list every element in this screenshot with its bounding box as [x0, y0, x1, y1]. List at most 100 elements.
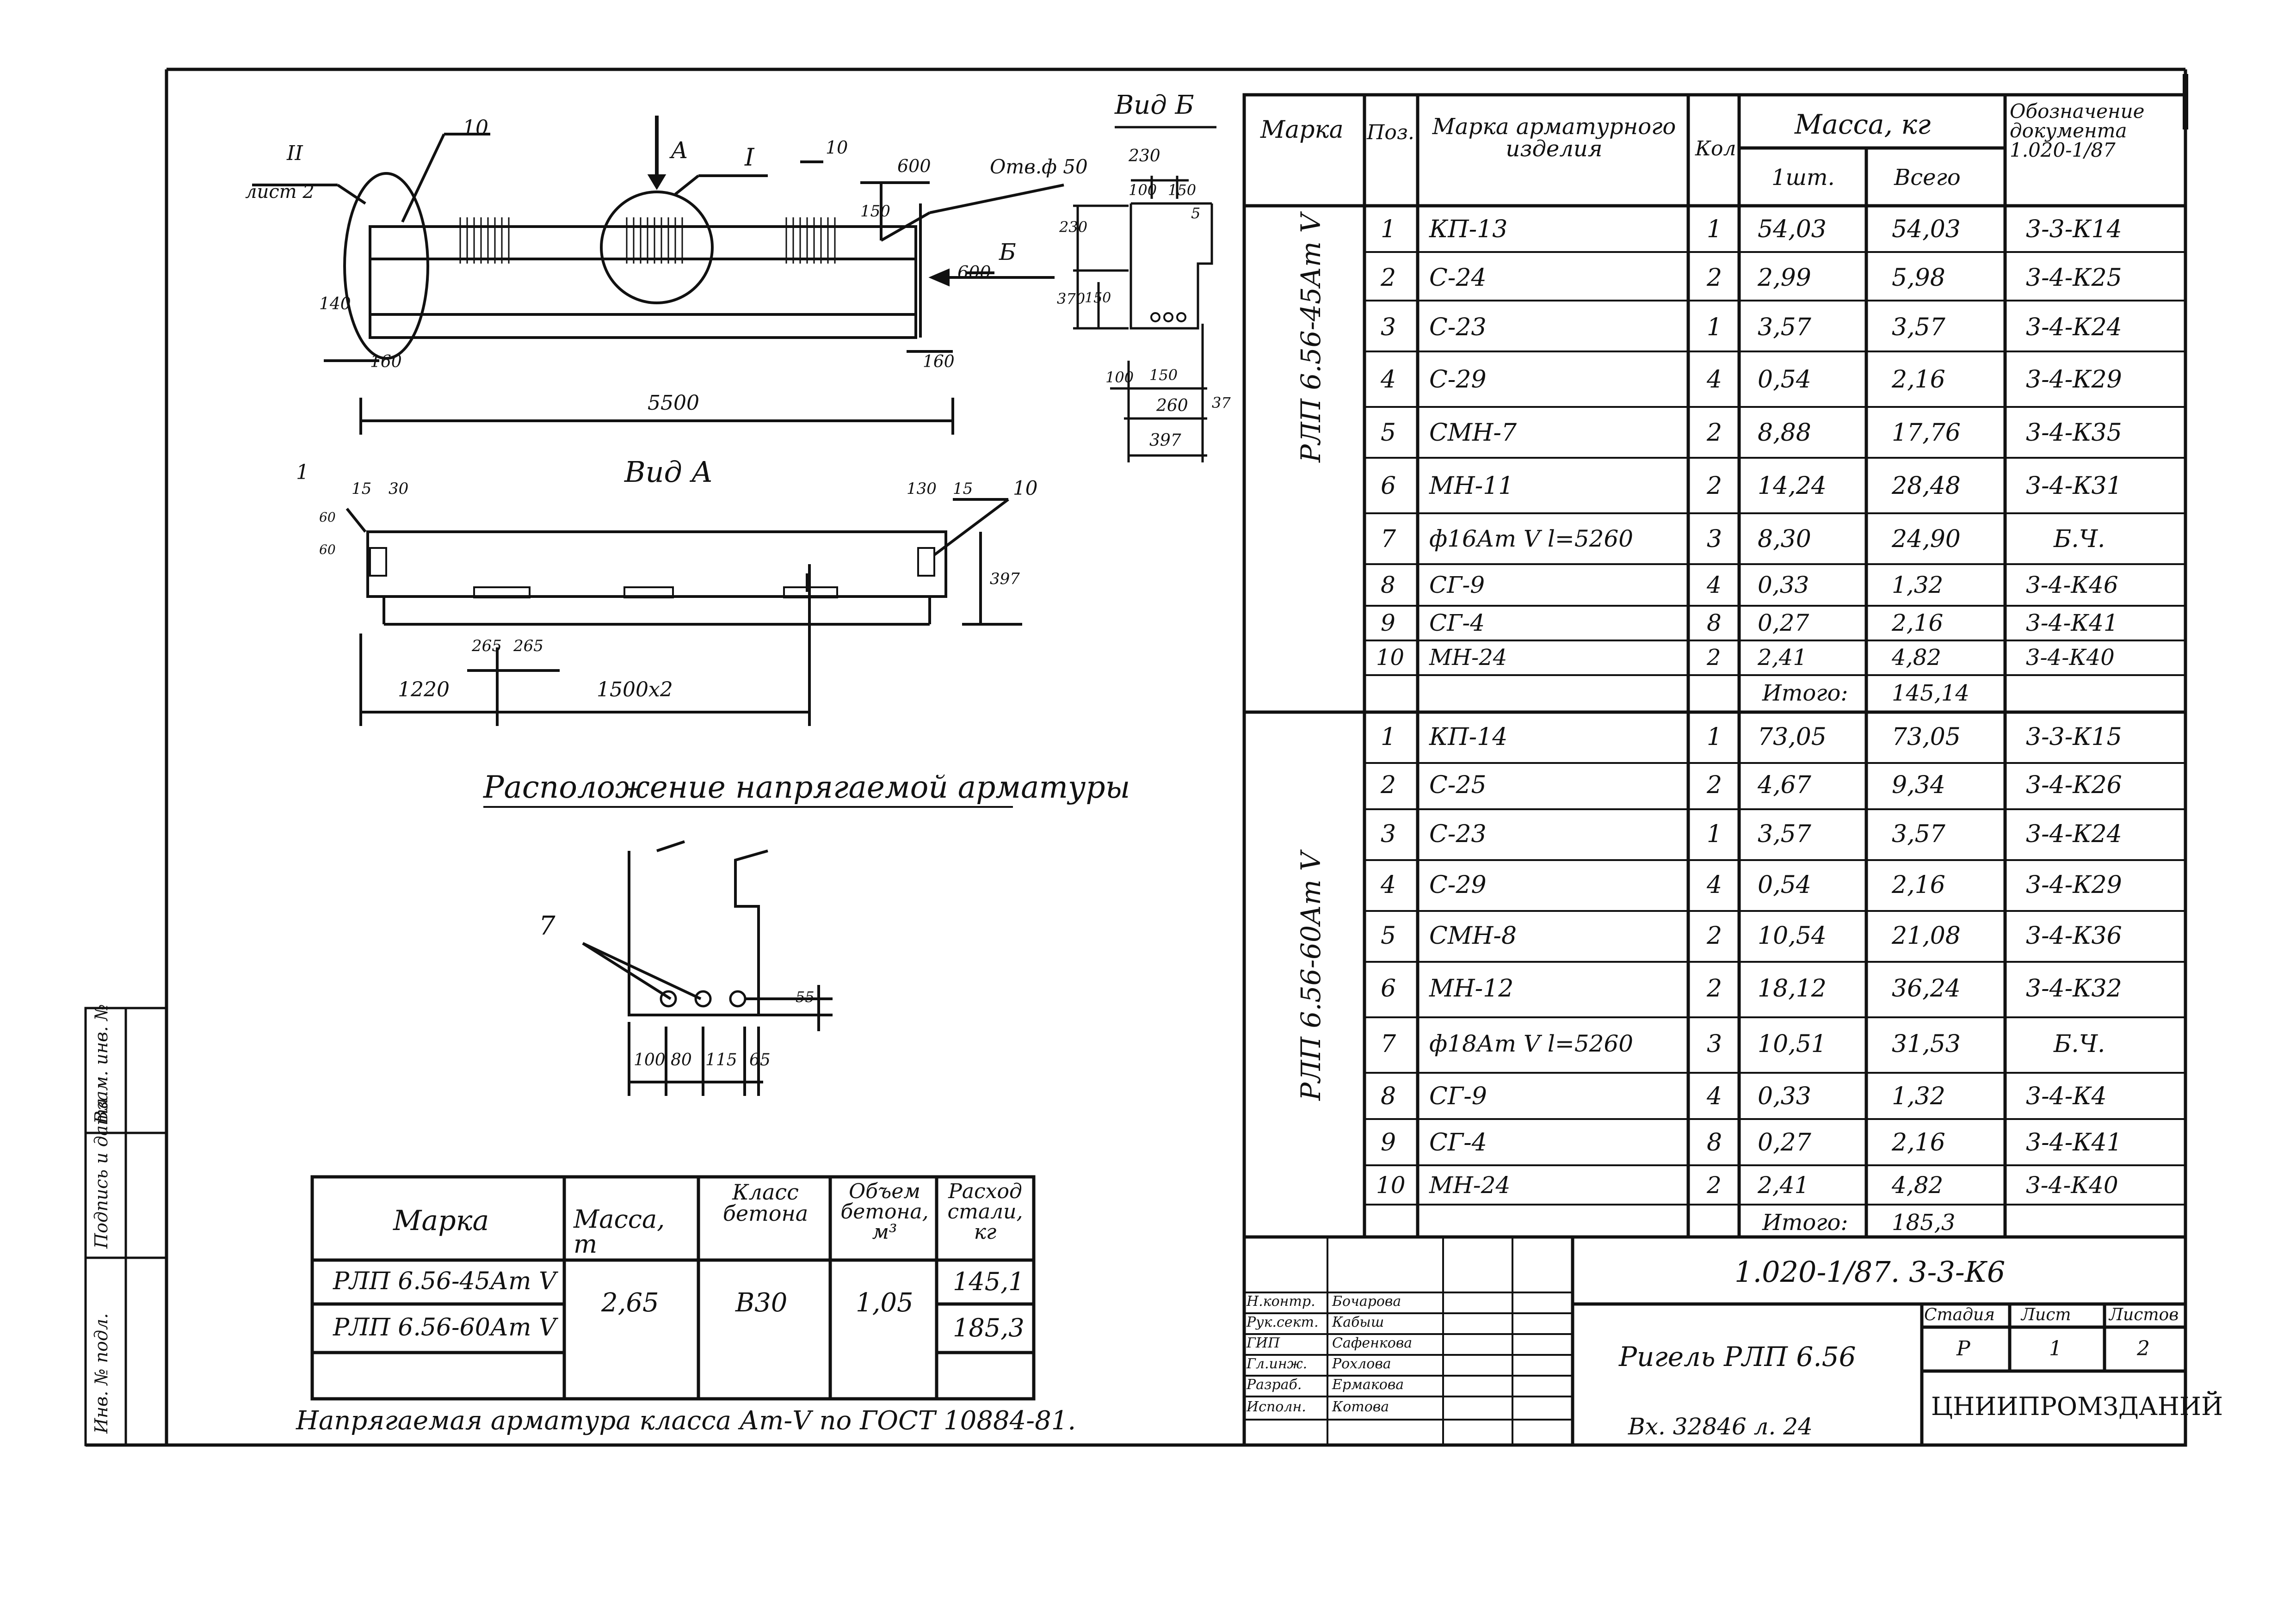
view-b-holes [1150, 312, 1186, 322]
g2-r4-total: 2,16 [1892, 871, 1945, 899]
g1-r5-item: СМН-7 [1429, 419, 1517, 447]
stirrup-hatching [459, 217, 836, 264]
g2-r6-item: МН-12 [1429, 975, 1514, 1003]
g1-r4-unit: 0,54 [1758, 366, 1811, 394]
dim-sec-3: 80 [671, 1051, 692, 1070]
g1-r2-pos: 2 [1381, 264, 1396, 292]
role-3: ГИП [1247, 1335, 1280, 1351]
dim-vb-9: 150 [1149, 366, 1178, 384]
dim-va-2: 30 [389, 480, 409, 498]
g2-r3-unit: 3,57 [1758, 820, 1811, 848]
summary-header-class: Класс бетона [722, 1180, 809, 1226]
summary-note: Напрягаемая арматура класса Ат-V по ГОСТ… [296, 1406, 1076, 1436]
arrow-b-label: Б [999, 239, 1016, 265]
g1-r5-unit: 8,88 [1758, 419, 1811, 447]
g1-r4-total: 2,16 [1892, 366, 1945, 394]
drawing-title: Ригель РЛП 6.56 [1619, 1341, 1856, 1372]
g2-r9-unit: 0,27 [1758, 1129, 1811, 1156]
dim-main-8: 5500 [648, 391, 699, 415]
g1-r7-total: 24,90 [1892, 525, 1961, 553]
g2-r1-total: 73,05 [1892, 723, 1961, 751]
g1-r2-item: С-24 [1429, 264, 1487, 292]
dim-main-3: 150 [860, 202, 890, 221]
dim-va-1: 15 [352, 480, 372, 498]
g2-r7-total: 31,53 [1892, 1030, 1961, 1058]
g2-r7-unit: 10,51 [1758, 1030, 1827, 1058]
sheet-ref-label: лист 2 [245, 181, 315, 203]
summary-concrete-class: В30 [735, 1288, 788, 1318]
g1-r6-total: 28,48 [1892, 472, 1961, 500]
g2-r2-qty: 2 [1707, 771, 1722, 799]
dim-sec-2: 100 [634, 1051, 666, 1070]
spec-table-rows [1364, 251, 2185, 1206]
g1-r1-doc: 3-3-К14 [2026, 215, 2122, 243]
dim-vb-4: 230 [1059, 218, 1088, 236]
name-1: Бочарова [1332, 1293, 1401, 1310]
g1-r9-doc: 3-4-К41 [2026, 609, 2118, 636]
g1-r10-doc: 3-4-К40 [2026, 645, 2115, 671]
dim-va-11: 1220 [398, 678, 450, 701]
g1-r5-doc: 3-4-К35 [2026, 419, 2122, 447]
inv-number: Вх. 32846 л. 24 [1628, 1413, 1813, 1440]
side-stamp-replace: Взам. инв. № [91, 1004, 111, 1124]
dim-va-5: 10 [1013, 477, 1038, 499]
g1-r10-total: 4,82 [1892, 645, 1941, 671]
g1-r8-item: СГ-9 [1429, 572, 1485, 598]
g2-r3-qty: 1 [1707, 820, 1722, 848]
spec-header-pos: Поз. [1367, 121, 1414, 144]
g2-r2-pos: 2 [1381, 771, 1396, 799]
side-stamp [84, 1007, 168, 1446]
dim-va-3: 130 [907, 480, 937, 498]
g1-total-label: Итого: [1762, 680, 1848, 706]
g2-r1-qty: 1 [1707, 723, 1722, 751]
node-ii-label: II [287, 141, 303, 165]
spec-header-unit: 1шт. [1771, 165, 1835, 191]
sheets-value: 2 [2137, 1337, 2150, 1360]
g1-r9-unit: 0,27 [1758, 609, 1809, 636]
g1-r5-total: 17,76 [1892, 419, 1961, 447]
g2-r2-item: С-25 [1429, 771, 1487, 799]
summary-table-grid [310, 1175, 1036, 1401]
g2-r5-pos: 5 [1381, 922, 1396, 950]
summary-header-volume: Объем бетона, м³ [840, 1180, 929, 1244]
g2-r4-pos: 4 [1381, 871, 1396, 899]
g1-r9-qty: 8 [1707, 609, 1722, 636]
g1-r3-total: 3,57 [1892, 314, 1945, 341]
role-2: Рук.сект. [1247, 1314, 1319, 1330]
g1-r3-item: С-23 [1429, 314, 1487, 341]
g2-r9-doc: 3-4-К41 [2026, 1129, 2122, 1156]
g2-r10-total: 4,82 [1892, 1172, 1944, 1199]
dim-sec-4: 115 [705, 1051, 737, 1070]
g2-r6-unit: 18,12 [1758, 975, 1827, 1003]
summary-concrete-volume: 1,05 [856, 1288, 913, 1318]
title-block-grid [1242, 1235, 2187, 1447]
role-6: Исполн. [1247, 1399, 1306, 1415]
g1-r9-item: СГ-4 [1429, 609, 1485, 636]
g1-r1-unit: 54,03 [1758, 215, 1827, 243]
summary-mass: 2,65 [601, 1288, 659, 1318]
dim-va-4: 15 [953, 480, 973, 498]
dim-main-4: 600 [957, 262, 991, 283]
g2-r6-total: 36,24 [1892, 975, 1961, 1003]
dim-vb-5: 5 [1191, 204, 1201, 222]
g1-r7-item: ф16Ат V l=5260 [1429, 525, 1634, 552]
dim-vb-11: 37 [1212, 394, 1231, 412]
section-title: Расположение напрягаемой арматуры [483, 769, 1130, 805]
g2-r3-total: 3,57 [1892, 820, 1945, 848]
g1-r4-doc: 3-4-К29 [2026, 366, 2122, 394]
summary-header-steel: Расход стали, кг [947, 1180, 1023, 1244]
g1-r2-doc: 3-4-К25 [2026, 264, 2122, 292]
g2-r4-qty: 4 [1707, 871, 1722, 899]
g2-r1-unit: 73,05 [1758, 723, 1827, 751]
g2-r9-total: 2,16 [1892, 1129, 1945, 1156]
g1-r3-pos: 3 [1381, 314, 1396, 341]
dim-main-6: 160 [370, 352, 402, 371]
g2-r8-unit: 0,33 [1758, 1083, 1811, 1110]
g1-r7-doc: Б.Ч. [2054, 525, 2105, 553]
g1-r5-qty: 2 [1707, 419, 1722, 447]
name-5: Ермакова [1332, 1377, 1404, 1393]
g2-r10-unit: 2,41 [1758, 1172, 1809, 1199]
g2-r5-unit: 10,54 [1758, 922, 1827, 950]
position-10-label: 10 [463, 116, 488, 140]
